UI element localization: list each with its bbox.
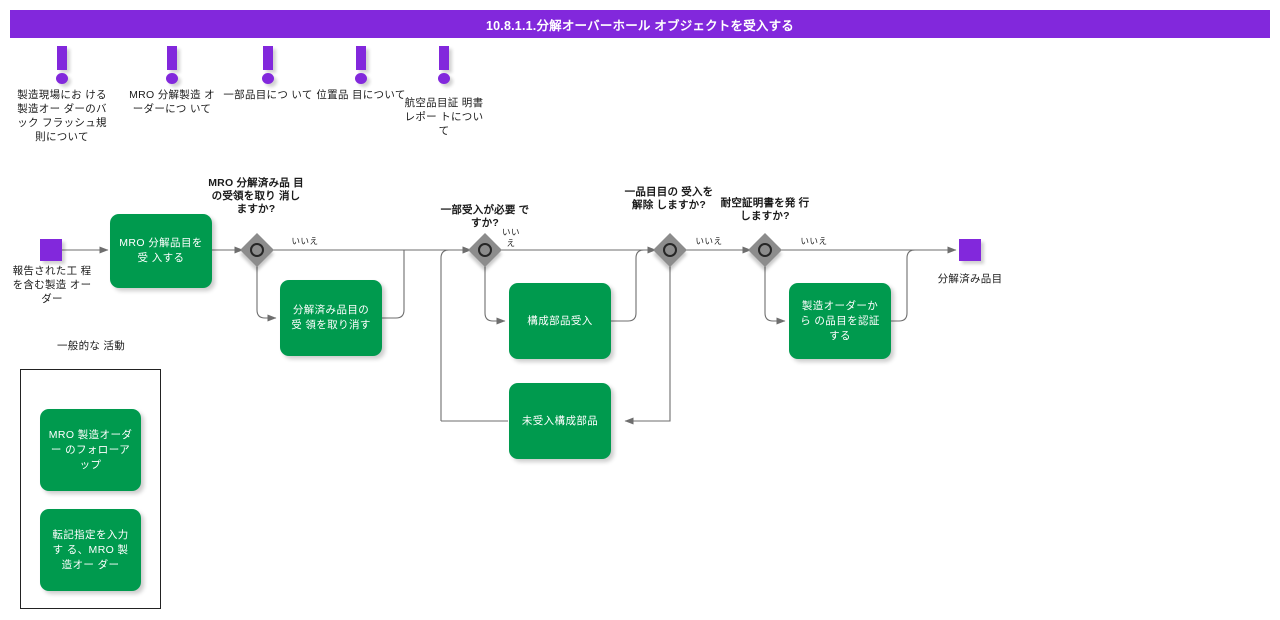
gw-cancel-receipt-label: MRO 分解済み品 目の受領を取り 消しますか?	[208, 177, 304, 215]
annotation-note-1: 製造現場にお ける製造オー ダーのバック フラッシュ規 則について	[14, 46, 110, 144]
gw-partial-receipt[interactable]	[468, 233, 502, 267]
exclamation-icon	[55, 46, 69, 84]
inclusive-gateway-icon	[663, 243, 677, 257]
task-posting-designation-label: 転記指定を入力す る、MRO 製造オー ダー	[52, 528, 129, 571]
gw-issue-airworthiness[interactable]	[748, 233, 782, 267]
annotation-note-2-text: MRO 分解製造 オーダーにつ いて	[129, 89, 215, 115]
task-receive-mro[interactable]: MRO 分解品目を受 入する	[110, 214, 212, 288]
gw-undo-item-receipt-no-label: いいえ	[695, 236, 723, 246]
inclusive-gateway-icon	[758, 243, 772, 257]
task-receive-mro-label: MRO 分解品目を受 入する	[119, 237, 203, 264]
gw-undo-item-receipt[interactable]	[653, 233, 687, 267]
page-title: 10.8.1.1.分解オーバーホール オブジェクトを受入する	[486, 18, 794, 33]
start-event[interactable]	[40, 239, 62, 261]
inclusive-gateway-icon	[250, 243, 264, 257]
annotation-note-3-text: 一部品目につ いて	[223, 89, 313, 101]
task-receive-components[interactable]: 構成部品受入	[509, 283, 611, 359]
gw-cancel-receipt-no-label: いいえ	[291, 236, 319, 246]
gw-issue-airworthiness-label: 耐空証明書を発 行しますか?	[720, 197, 810, 222]
task-receive-components-label: 構成部品受入	[527, 314, 593, 327]
inclusive-gateway-icon	[478, 243, 492, 257]
task-certify-items[interactable]: 製造オーダーから の品目を認証する	[789, 283, 891, 359]
task-unreceived-components-label: 未受入構成部品	[521, 414, 599, 427]
task-unreceived-components[interactable]: 未受入構成部品	[509, 383, 611, 459]
annotation-note-1-text: 製造現場にお ける製造オー ダーのバック フラッシュ規 則について	[17, 89, 107, 143]
gw-issue-airworthiness-no-label: いいえ	[800, 236, 828, 246]
task-cancel-receipt[interactable]: 分解済み品目の受 領を取り消す	[280, 280, 382, 356]
group-label: 一般的な 活動	[56, 340, 126, 352]
end-event-label: 分解済み品目	[937, 273, 1003, 285]
exclamation-icon	[354, 46, 368, 84]
annotation-note-4-text: 位置品 目について	[316, 89, 406, 101]
exclamation-icon	[165, 46, 179, 84]
task-followup-mro[interactable]: MRO 製造オーダー のフォローアップ	[40, 409, 141, 491]
exclamation-icon	[261, 46, 275, 84]
annotation-note-5: 航空品目証 明書 レポー トについ て	[398, 46, 490, 138]
gw-undo-item-receipt-label: 一品目目の 受入を解除 しますか?	[624, 186, 714, 211]
page-title-bar: 10.8.1.1.分解オーバーホール オブジェクトを受入する	[10, 10, 1270, 38]
task-certify-items-label: 製造オーダーから の品目を認証する	[800, 299, 880, 342]
gw-cancel-receipt[interactable]	[240, 233, 274, 267]
gw-partial-receipt-label: 一部受入が必要 ですか?	[440, 204, 530, 229]
exclamation-icon	[437, 46, 451, 84]
task-followup-mro-label: MRO 製造オーダー のフォローアップ	[48, 428, 133, 471]
end-event[interactable]	[959, 239, 981, 261]
annotation-note-4: 位置品 目について	[316, 46, 406, 102]
gw-partial-receipt-no-label: いい え	[501, 227, 520, 248]
task-cancel-receipt-label: 分解済み品目の受 領を取り消す	[291, 304, 371, 331]
annotation-note-3: 一部品目につ いて	[222, 46, 314, 102]
annotation-note-5-text: 航空品目証 明書 レポー トについ て	[404, 97, 484, 137]
annotation-note-2: MRO 分解製造 オーダーにつ いて	[124, 46, 220, 116]
start-event-label: 報告された工 程を含む製造 オーダー	[12, 265, 92, 305]
task-posting-designation[interactable]: 転記指定を入力す る、MRO 製造オー ダー	[40, 509, 141, 591]
